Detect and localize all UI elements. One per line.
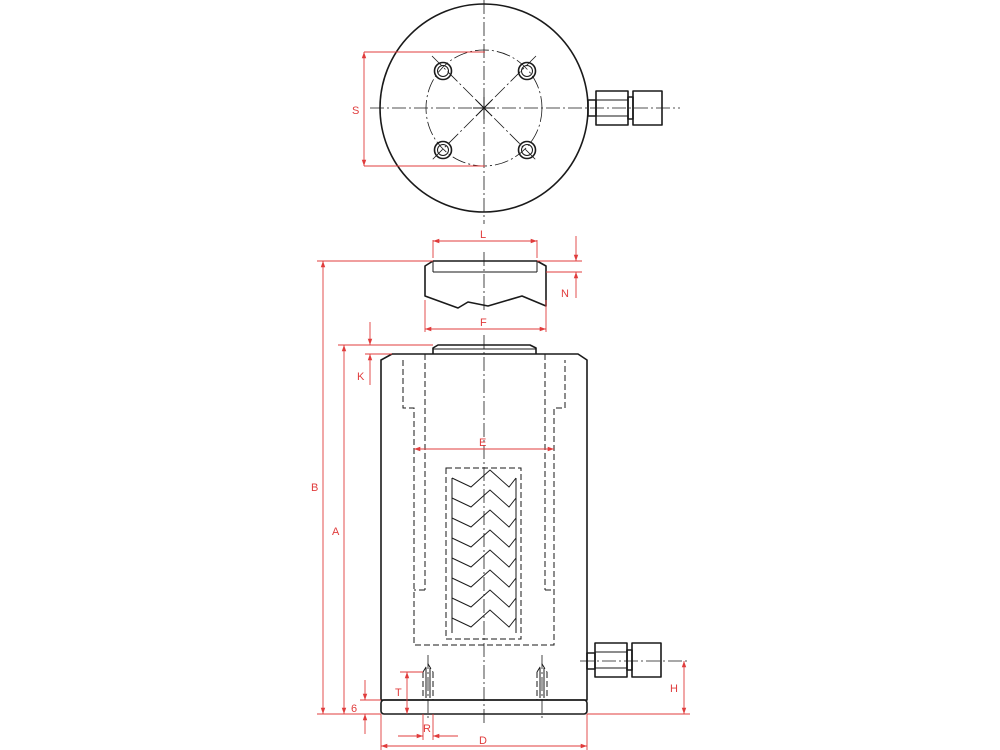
mounting-hole-top-right [517, 61, 537, 81]
dimension-label-n: N [561, 288, 569, 300]
mounting-hole-bottom-left [433, 140, 453, 160]
dimension-a: A [332, 344, 433, 714]
top-view: S [352, 0, 680, 224]
dimension-label-k: K [357, 371, 365, 383]
dimension-label-a: A [332, 526, 340, 538]
dimension-label-l: L [480, 229, 486, 241]
dimension-label-six: 6 [351, 703, 357, 715]
dimension-k: K [357, 322, 392, 385]
dimension-label-f: F [480, 317, 487, 329]
threaded-base-hole-left [422, 655, 434, 720]
saddle-outline [424, 260, 547, 309]
top-view-hydraulic-coupler [587, 90, 663, 126]
dimension-t: T [395, 671, 423, 714]
mounting-hole-top-left [433, 61, 453, 81]
dimension-h: H [587, 661, 690, 715]
dimension-r: R [398, 714, 458, 740]
dimension-label-d: D [479, 735, 487, 747]
dimension-label-e: E [479, 437, 486, 449]
dimension-label-t: T [395, 687, 402, 699]
return-spring [445, 467, 522, 640]
front-view-hydraulic-coupler [580, 642, 690, 678]
dimension-six: 6 [351, 680, 381, 734]
dimension-label-h: H [670, 683, 678, 695]
dimension-s: S [352, 51, 485, 167]
dimension-label-s: S [352, 105, 359, 117]
dimension-e: E [414, 437, 554, 452]
dimension-label-b: B [311, 482, 318, 494]
dimension-l: L [432, 229, 538, 258]
hidden-piston-bore [402, 354, 566, 646]
dimension-label-r: R [423, 723, 431, 735]
cylinder-body [380, 353, 588, 701]
dimension-n: N [537, 236, 582, 300]
threaded-base-hole-right [536, 655, 548, 720]
dimension-d: D [380, 714, 588, 750]
mounting-hole-bottom-right [517, 140, 537, 160]
front-view: E B A K 6 [311, 260, 690, 750]
dimension-f: F [424, 300, 547, 332]
dimension-b: B [311, 260, 433, 715]
piston-saddle: L N F [424, 229, 582, 332]
